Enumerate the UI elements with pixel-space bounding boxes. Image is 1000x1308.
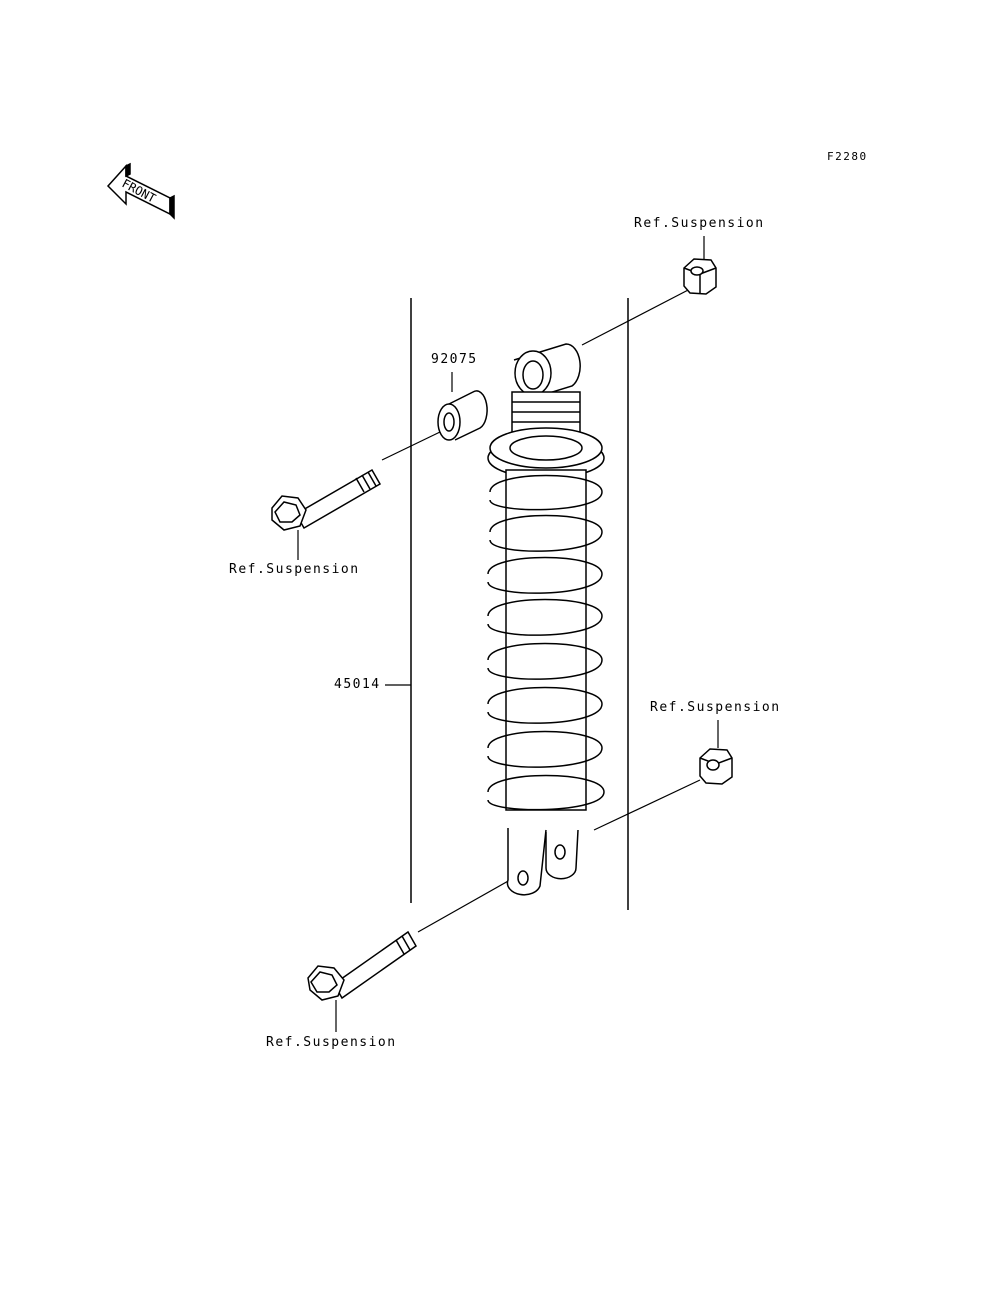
top-nut-icon [683, 258, 717, 295]
ref-top-nut-label[interactable]: Ref.Suspension [634, 216, 765, 231]
ref-lower-nut-label[interactable]: Ref.Suspension [650, 700, 781, 715]
collar-icon [437, 390, 488, 441]
lower-nut-icon [699, 748, 733, 785]
diagram-code: F2280 [827, 150, 868, 163]
lower-bolt-icon [307, 930, 417, 1001]
ref-lower-bolt-label[interactable]: Ref.Suspension [266, 1035, 397, 1050]
leader-lines [297, 236, 719, 1032]
upper-bolt-icon [271, 468, 382, 531]
part-45014-label[interactable]: 45014 [334, 677, 381, 692]
shock-absorber-icon [487, 343, 605, 896]
part-92075-label[interactable]: 92075 [431, 352, 478, 367]
front-arrow-icon: FRONT [106, 162, 175, 220]
ref-upper-bolt-label[interactable]: Ref.Suspension [229, 562, 360, 577]
